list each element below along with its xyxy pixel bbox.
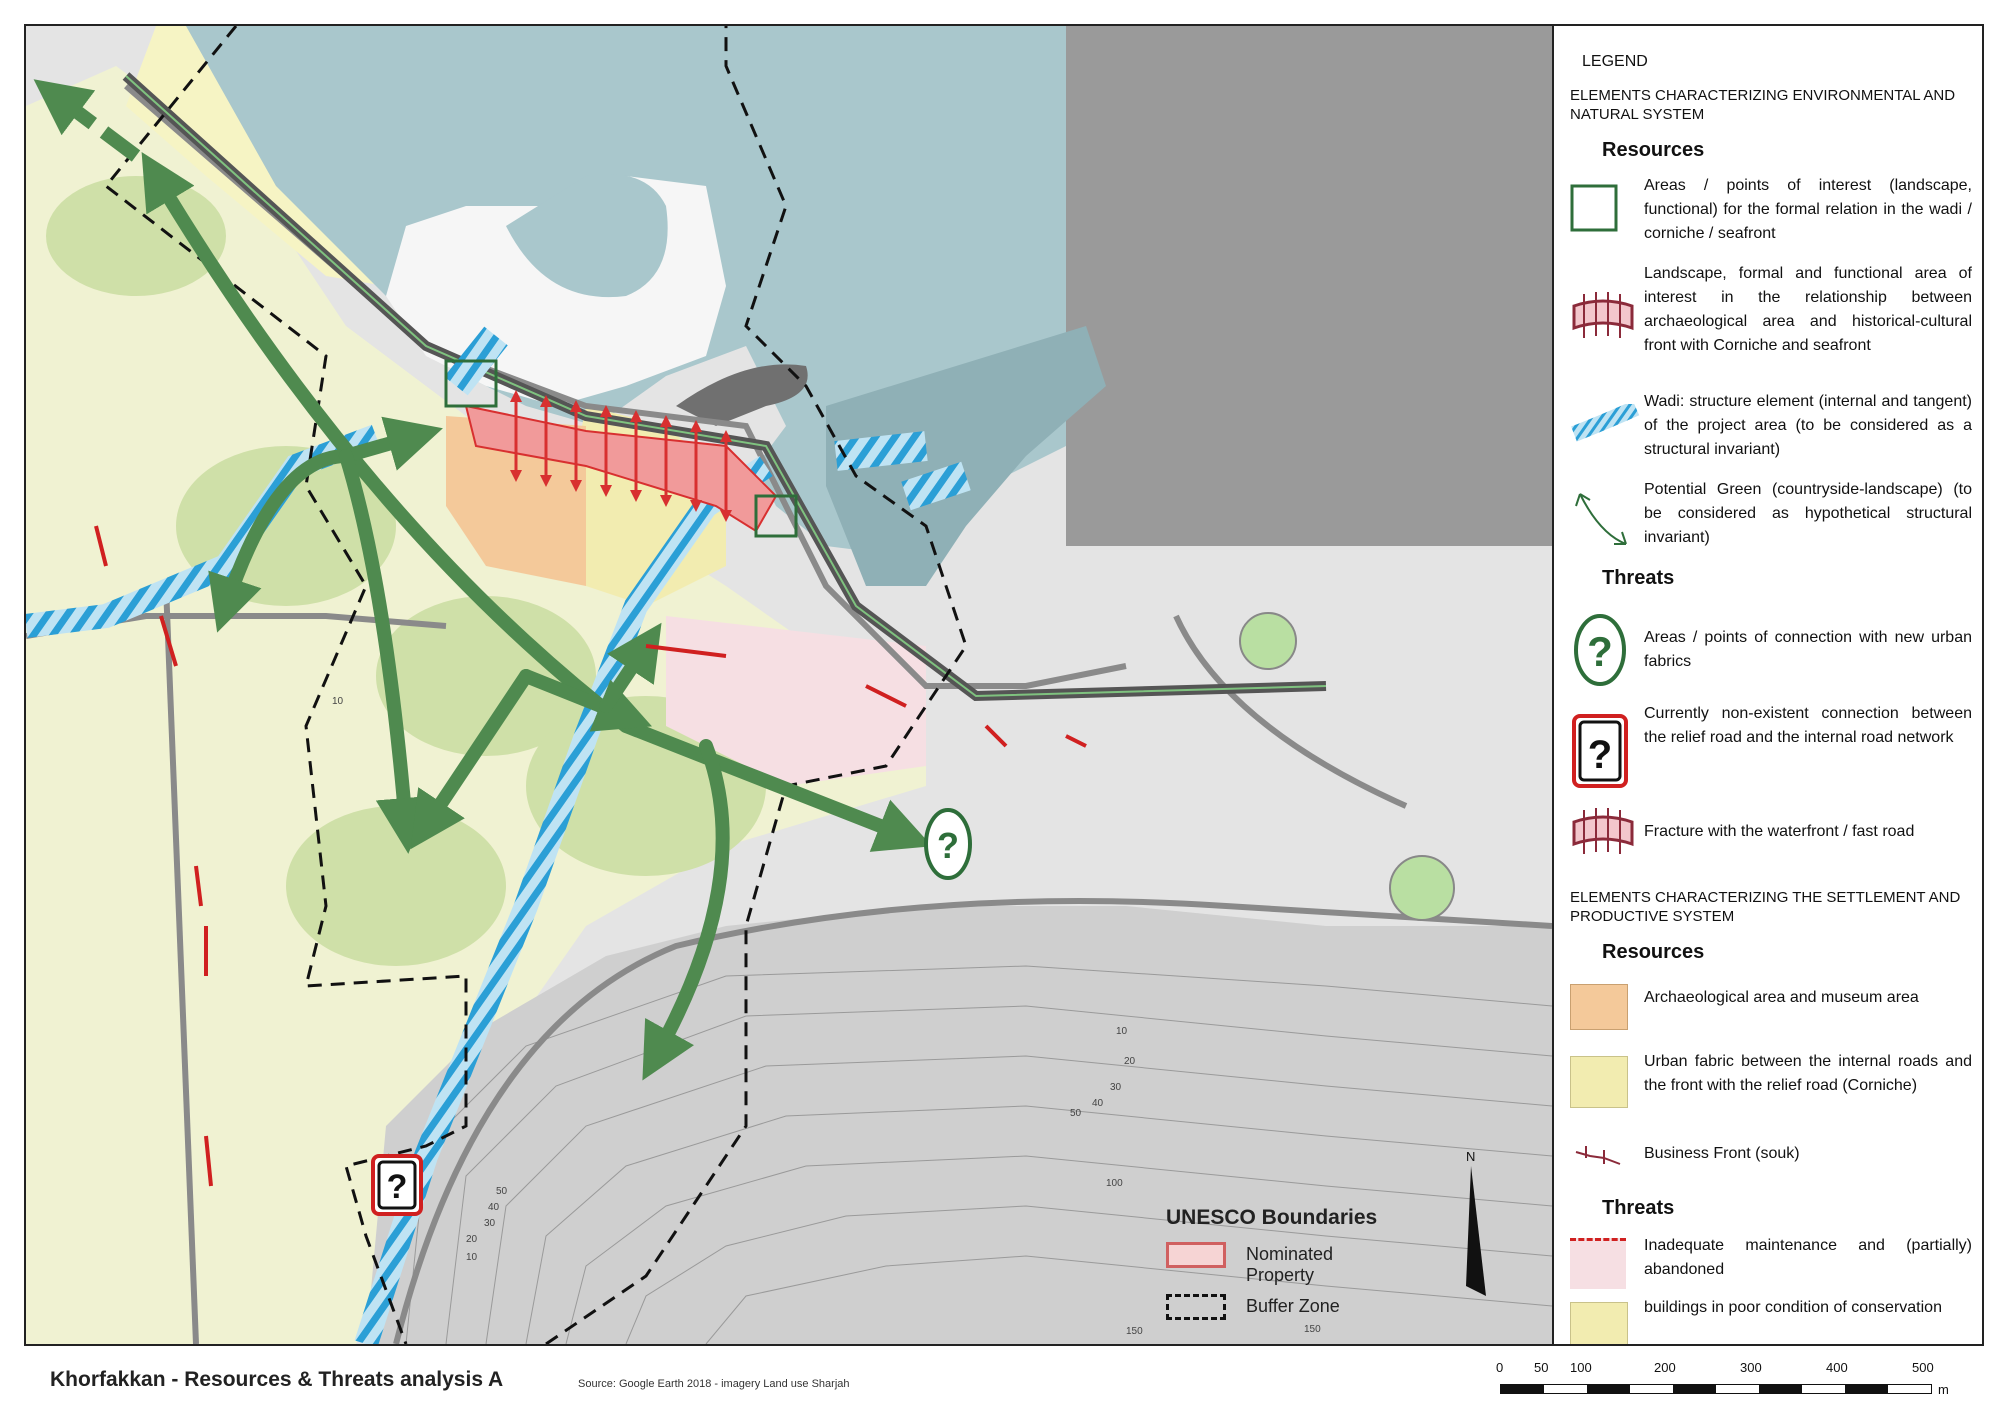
contour-lines (405, 965, 1552, 1344)
contour-label: 20 (466, 1234, 478, 1245)
env-system-heading: ELEMENTS CHARACTERIZING ENVIRONMENTAL AN… (1570, 87, 1956, 123)
svg-text:?: ? (387, 1168, 408, 1206)
corniche-green-line (125, 75, 1327, 698)
contour-label: 150 (1304, 1324, 1321, 1335)
red-question-marker: ? (371, 1154, 423, 1216)
contour-label: 30 (484, 1218, 496, 1229)
roundabout (1389, 855, 1455, 921)
legend-text: Fracture with the waterfront / fast road (1644, 823, 1915, 840)
contour-label: 10 (1116, 1026, 1128, 1037)
svg-text:?: ? (937, 825, 959, 866)
legend-text: Wadi: structure element (internal and ta… (1644, 393, 1972, 458)
scale-label: 500 (1912, 1360, 1934, 1375)
env-resources-heading: Resources (1602, 139, 1705, 161)
north-label: N (1466, 1149, 1475, 1164)
green-connection-arrows (141, 151, 933, 1081)
contour-label: 150 (1126, 1326, 1143, 1337)
legend-text: Inadequate maintenance and (partially) a… (1644, 1237, 1972, 1278)
contour-label: 10 (466, 1252, 478, 1263)
interest-points (444, 359, 798, 538)
settle-threats-heading: Threats (1602, 1197, 1675, 1219)
green-question-icon: ? (1574, 614, 1626, 686)
buffer-label: Buffer Zone (1246, 1296, 1340, 1316)
unesco-boundaries: UNESCO Boundaries Nominated Property Buf… (1166, 1206, 1377, 1328)
source-note: Source: Google Earth 2018 - imagery Land… (578, 1378, 850, 1390)
svg-text:?: ? (1587, 628, 1613, 675)
legend-panel: LEGEND ELEMENTS CHARACTERIZING ENVIRONME… (1552, 26, 1982, 1344)
green-question-marker: ? (924, 808, 972, 880)
nominated-property-row: Nominated Property (1166, 1238, 1377, 1285)
scale-label: 50 (1534, 1360, 1549, 1375)
scale-label: 200 (1654, 1360, 1676, 1375)
fracture-icon (1572, 808, 1634, 854)
north-arrow: N (1466, 1149, 1486, 1296)
legend-text: Areas / points of interest (landscape, f… (1644, 177, 1972, 242)
buffer-zone-row: Buffer Zone (1166, 1290, 1377, 1328)
contour-label: 100 (1106, 1178, 1123, 1189)
scale-label: 0 (1496, 1360, 1504, 1375)
settle-resources-heading: Resources (1602, 941, 1705, 963)
archaeological-swatch-icon (1570, 984, 1628, 1030)
red-arrows-band-icon (1572, 292, 1634, 338)
legend-text: Business Front (souk) (1644, 1145, 1800, 1162)
buffer-zone-boundary (103, 26, 968, 1344)
contour-label: 10 (332, 696, 344, 707)
wadi-channel (834, 431, 928, 471)
business-front-icon (1575, 1146, 1621, 1165)
legend-text: Areas / points of connection with new ur… (1644, 629, 1972, 670)
nominated-swatch-icon (1166, 1242, 1226, 1268)
fracture-arrows (510, 390, 732, 522)
hill-area (366, 906, 1552, 1344)
maintenance-threat-marks (94, 525, 1087, 1187)
site-map: ? ? N (26, 26, 1552, 1344)
scale-bar: 0 50 100 200 300 400 500 m (1490, 1360, 1960, 1410)
scale-label: 100 (1570, 1360, 1592, 1375)
legend-text: Landscape, formal and functional area of… (1644, 265, 1972, 354)
wadi-channel (901, 461, 971, 511)
scale-label: 400 (1826, 1360, 1848, 1375)
port-area (1066, 26, 1552, 546)
env-threats-heading: Threats (1602, 567, 1675, 589)
legend-text: Urban fabric between the internal roads … (1644, 1053, 1972, 1094)
wadi-channel (354, 456, 773, 1344)
breakwater (676, 364, 808, 426)
contour-label: 20 (1124, 1056, 1136, 1067)
page-title: Khorfakkan - Resources & Threats analysi… (50, 1368, 504, 1391)
contour-label: 40 (488, 1202, 500, 1213)
red-question-icon: ? (1572, 714, 1628, 788)
roundabout (1239, 612, 1297, 670)
scale-label: 300 (1740, 1360, 1762, 1375)
wadi-hatch-icon (1571, 404, 1640, 442)
harbour (826, 326, 1106, 586)
contour-label: 40 (1092, 1098, 1104, 1109)
scale-unit: m (1938, 1382, 1949, 1397)
contour-label: 50 (1070, 1108, 1082, 1119)
legend-text: buildings in poor condition of conservat… (1644, 1299, 1942, 1316)
scale-segments (1500, 1384, 1932, 1394)
legend-text: Archaeological area and museum area (1644, 989, 1919, 1006)
green-dash-arrow (33, 79, 141, 162)
legend-text: Potential Green (countryside-landscape) … (1644, 481, 1972, 546)
green-square-icon (1570, 184, 1618, 232)
contour-label: 30 (1110, 1082, 1122, 1093)
maintenance-swatch-icon (1570, 1238, 1626, 1289)
legend-title: LEGEND (1582, 53, 1648, 70)
unesco-heading: UNESCO Boundaries (1166, 1206, 1378, 1229)
nominated-label: Nominated Property (1246, 1244, 1334, 1285)
legend-text: Currently non-existent connection betwee… (1644, 705, 1972, 746)
poor-condition-swatch-icon (1570, 1302, 1628, 1344)
buffer-swatch-icon (1166, 1294, 1226, 1320)
map-frame: ? ? N 10 20 30 40 50 100 150 150 50 40 3… (24, 24, 1984, 1346)
settle-system-heading: ELEMENTS CHARACTERIZING THE SETTLEMENT A… (1570, 889, 1961, 925)
potential-green-icon (1575, 493, 1627, 545)
maintenance-area (666, 616, 926, 786)
urban-fabric-swatch-icon (1570, 1056, 1628, 1108)
bay-inlet (506, 174, 668, 298)
svg-text:?: ? (1588, 733, 1612, 777)
contour-label: 50 (496, 1186, 508, 1197)
